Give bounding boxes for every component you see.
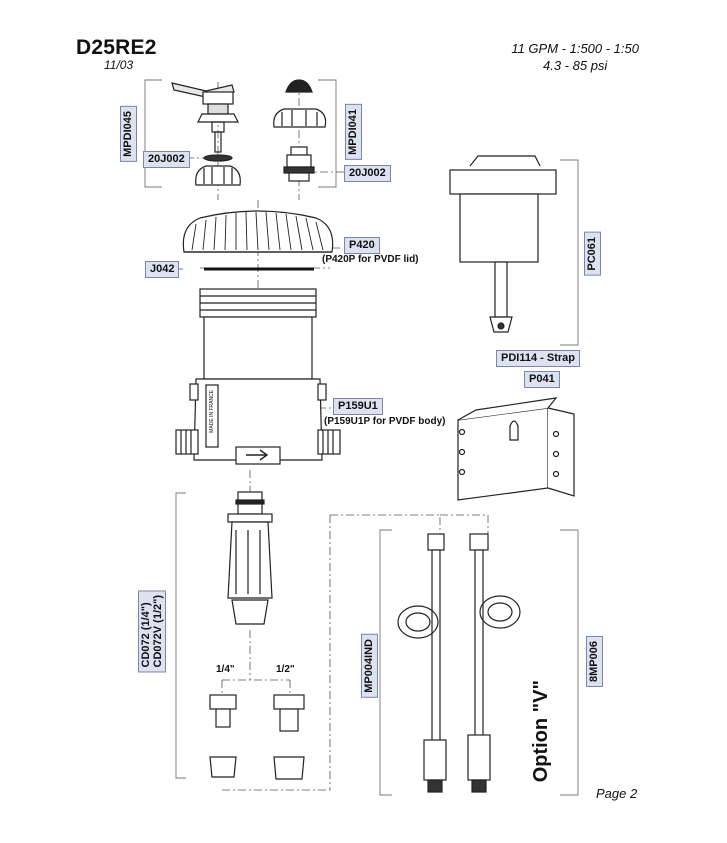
tag-mpdi045: MPDI045 (120, 106, 137, 162)
pump-body-p159u1 (175, 288, 341, 465)
cd072-quarter: CD072 (1/4") (140, 602, 152, 668)
injection-tube-8mp006 (467, 533, 521, 793)
cd072v-half: CD072V (1/2") (152, 595, 164, 668)
bracket-cd072 (175, 492, 186, 779)
bracket-pc061 (560, 159, 579, 346)
tag-pc061: PC061 (584, 232, 601, 276)
lid-p420 (182, 210, 334, 253)
spec-pressure: 4.3 - 85 psi (543, 58, 608, 73)
tag-p420: P420 (344, 237, 380, 254)
size-quarter-inch: 1/4" (216, 664, 235, 675)
check-valve-cd072 (227, 491, 273, 625)
model-title: D25RE2 (76, 36, 157, 59)
wall-bracket-p041 (457, 397, 575, 501)
page-number: Page 2 (596, 786, 638, 801)
bracket-8mp006 (560, 529, 579, 796)
tag-cd072: CD072 (1/4") CD072V (1/2") (138, 590, 166, 673)
tag-p041: P041 (524, 371, 560, 388)
piston-assembly-pc061 (449, 155, 557, 333)
bracket-mpdi041 (318, 79, 337, 188)
tag-8mp006: 8MP006 (586, 636, 603, 687)
fitting-half-inch (273, 694, 305, 780)
note-p159u1: (P159U1P for PVDF body) (324, 416, 446, 427)
bracket-mpdi045 (144, 79, 162, 188)
bracket-mp004ind (379, 529, 392, 796)
note-p420: (P420P for PVDF lid) (322, 254, 419, 265)
tag-o-ring-left: 20J002 (143, 151, 190, 168)
valve-assembly-mpdi041 (273, 79, 327, 182)
option-v-label: Option "V" (530, 680, 552, 783)
fitting-quarter-inch (209, 694, 237, 778)
tag-j042: J042 (145, 261, 180, 278)
tag-pdi114: PDI114 - Strap (496, 350, 580, 367)
tag-mp004ind: MP004IND (361, 634, 378, 698)
injection-tube-mp004ind (397, 533, 447, 793)
valve-assembly-mpdi045 (171, 82, 241, 186)
tag-mpdi041: MPDI041 (345, 104, 362, 160)
spec-block: 11 GPM - 1:500 - 1:50 4.3 - 85 psi (511, 40, 639, 74)
revision-date: 11/03 (104, 58, 134, 72)
spec-flow: 11 GPM - 1:500 - 1:50 (511, 41, 639, 56)
tag-p159u1: P159U1 (333, 398, 383, 415)
size-half-inch: 1/2" (276, 664, 295, 675)
tag-o-ring-right: 20J002 (344, 165, 391, 182)
made-in-france-mark: MADE IN FRANCE (209, 390, 215, 433)
